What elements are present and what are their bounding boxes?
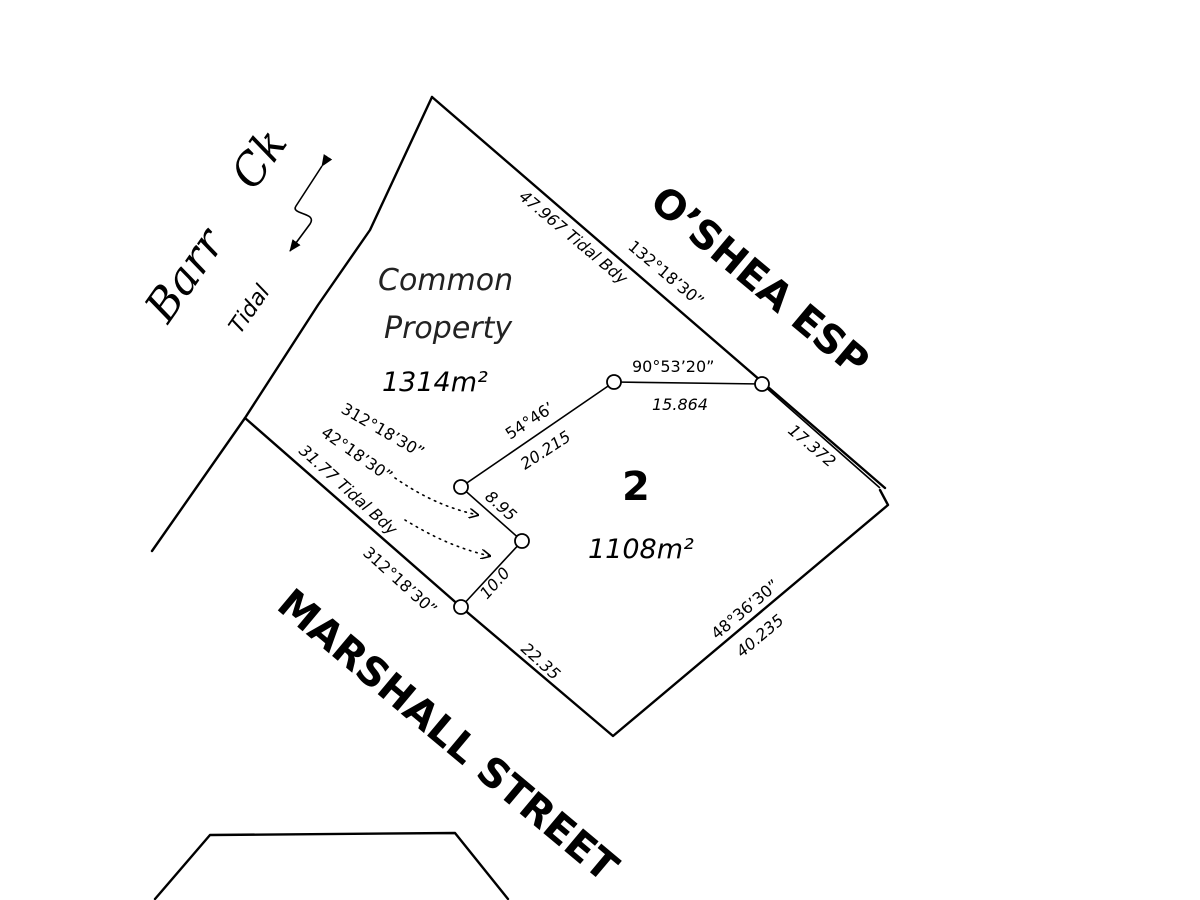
survey-mark bbox=[453, 599, 469, 615]
road-name-marshall: MARSHALL STREET bbox=[269, 580, 627, 891]
dim-short-1: 8.95 bbox=[481, 487, 520, 525]
dim-short-2: 10.0 bbox=[476, 563, 514, 602]
tidal-boundary-west bbox=[150, 95, 434, 553]
creek-label-tidal: Tidal bbox=[224, 281, 275, 339]
survey-mark bbox=[606, 374, 622, 390]
common-property-label: Common bbox=[378, 263, 513, 298]
common-property-area: 1314m² bbox=[382, 367, 488, 398]
dim-top-boundary: 47.967 Tidal Bdy bbox=[515, 187, 631, 289]
leader-dotted-2 bbox=[404, 519, 490, 556]
esp-frontage-line bbox=[761, 383, 881, 489]
survey-mark bbox=[514, 533, 530, 549]
oshea-boundary-line bbox=[430, 95, 887, 490]
lot-2-boundary bbox=[459, 488, 890, 738]
lot-area: 1108m² bbox=[588, 534, 694, 565]
dim-inner-top-distance: 15.864 bbox=[652, 395, 708, 414]
survey-mark bbox=[453, 479, 469, 495]
common-property-label: Property bbox=[384, 311, 513, 346]
neighbouring-lot-boundary bbox=[153, 831, 510, 900]
survey-mark bbox=[754, 376, 770, 392]
dim-inner-top-bearing: 90°53’20” bbox=[632, 357, 714, 376]
lot-number: 2 bbox=[622, 464, 650, 510]
creek-label-barr: Barr bbox=[135, 217, 237, 332]
common-property-south-boundary bbox=[243, 416, 463, 609]
creek-label-ck: Ck bbox=[221, 120, 297, 199]
tidal-flow-arrow-icon bbox=[289, 154, 333, 252]
